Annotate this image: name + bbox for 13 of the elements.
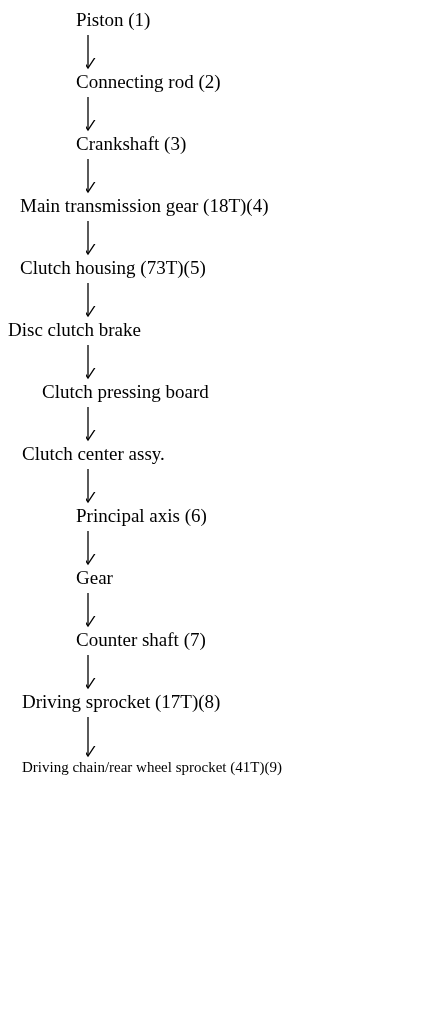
step-label: Clutch pressing board (42, 381, 209, 403)
step-label: Clutch housing (73T)(5) (20, 257, 206, 279)
step-label: Main transmission gear (18T)(4) (20, 195, 269, 217)
step-label: Counter shaft (7) (76, 629, 206, 651)
step-label: Gear (76, 567, 113, 589)
step-label: Clutch center assy. (22, 443, 165, 465)
step-label: Piston (1) (76, 9, 151, 31)
step-label: Driving sprocket (17T)(8) (22, 691, 221, 713)
step-label: Disc clutch brake (8, 319, 141, 341)
step-label: Driving chain/rear wheel sprocket (41T)(9) (22, 759, 282, 777)
step-label: Crankshaft (3) (76, 133, 187, 155)
step-label: Principal axis (6) (76, 505, 207, 527)
step-label: Connecting rod (2) (76, 71, 221, 93)
